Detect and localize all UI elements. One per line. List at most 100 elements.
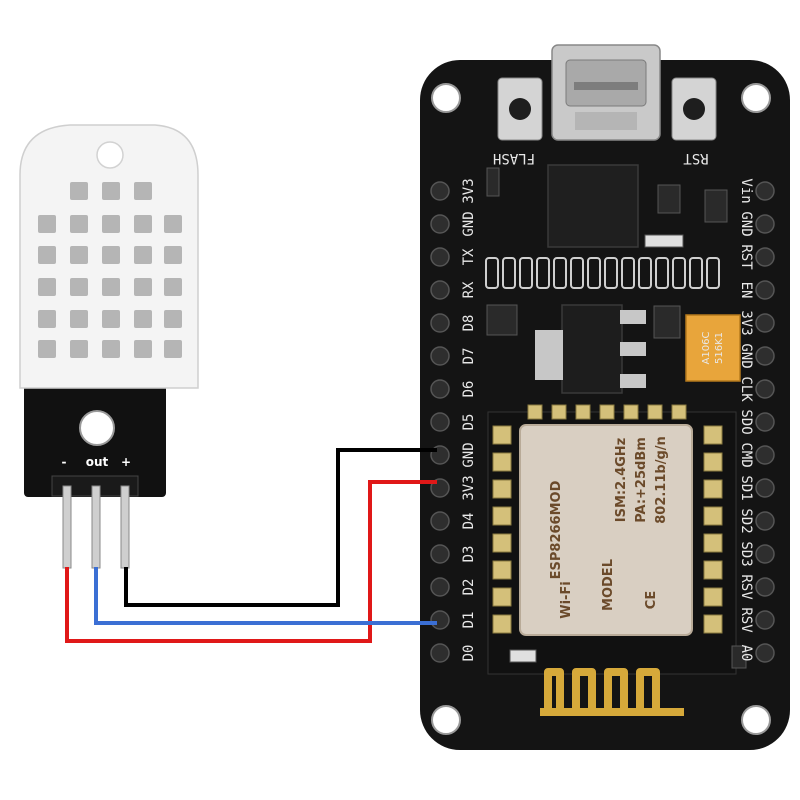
- header-pin: [755, 247, 775, 267]
- micro-usb-port: [551, 44, 661, 141]
- vent-slot: [164, 340, 182, 358]
- vent-slot: [164, 310, 182, 328]
- vent-slot: [38, 310, 56, 328]
- header-pin: [430, 346, 450, 366]
- left-pin-label: D6: [461, 381, 477, 398]
- sensor-pin-out-label: out: [86, 455, 109, 469]
- module-std: 802.11b/g/n: [654, 436, 669, 524]
- right-pin-label: RSV: [738, 574, 754, 600]
- vent-slot: [70, 278, 88, 296]
- rst-button-label: RST: [683, 150, 709, 166]
- smd-pad: [502, 257, 516, 289]
- vent-slot: [164, 246, 182, 264]
- right-pin-label: 3V3: [738, 310, 754, 335]
- header-pin: [755, 280, 775, 300]
- board-mount-hole: [431, 83, 461, 113]
- header-pin: [755, 181, 775, 201]
- vent-slot: [70, 340, 88, 358]
- header-pin: [755, 379, 775, 399]
- header-pin: [430, 181, 450, 201]
- module-pad: [599, 404, 615, 420]
- capacitor-label-2: 516K1: [714, 332, 725, 364]
- module-pad: [703, 425, 723, 445]
- voltage-regulator: [535, 304, 646, 394]
- left-header-pins: [430, 181, 450, 663]
- module-ism: ISM:2.4GHz: [614, 438, 629, 522]
- vent-slot: [134, 278, 152, 296]
- vent-slot: [102, 310, 120, 328]
- wire-gnd: [124, 448, 437, 607]
- header-pin: [755, 577, 775, 597]
- smd-part: [731, 645, 747, 669]
- header-pin: [755, 214, 775, 234]
- module-pad: [703, 506, 723, 526]
- smd-pad: [587, 257, 601, 289]
- smd-led: [644, 234, 684, 248]
- right-pin-label: RSV: [738, 607, 754, 633]
- smd-pad: [706, 257, 720, 289]
- vent-slot: [134, 310, 152, 328]
- header-pin: [430, 577, 450, 597]
- right-pin-label: SD1: [738, 475, 754, 500]
- header-pin: [430, 412, 450, 432]
- sensor-top-hole: [96, 141, 124, 169]
- smd-pad: [672, 257, 686, 289]
- module-pa: PA:+25dBm: [634, 437, 649, 523]
- header-pin: [755, 610, 775, 630]
- right-pin-label: CMD: [738, 442, 754, 467]
- smd-pad: [621, 257, 635, 289]
- smd-pad: [570, 257, 584, 289]
- vent-slot: [164, 215, 182, 233]
- smd-part: [486, 304, 518, 336]
- header-pin: [430, 247, 450, 267]
- left-pin-label: D1: [461, 612, 477, 629]
- header-pin: [430, 379, 450, 399]
- nodemcu-board: FLASH RST A106C 516K1: [420, 44, 790, 750]
- module-pad: [492, 506, 512, 526]
- module-pad: [492, 425, 512, 445]
- vent-slot: [102, 340, 120, 358]
- right-header-pins: [755, 181, 775, 663]
- header-pin: [430, 214, 450, 234]
- left-pin-label: D3: [461, 546, 477, 563]
- vent-slot: [38, 246, 56, 264]
- wire-vcc: [65, 480, 437, 643]
- smd-led: [509, 649, 537, 663]
- vent-slot: [70, 310, 88, 328]
- smd-part: [704, 189, 728, 223]
- right-pin-labels: A0RSVRSVSD3SD2SD1CMDSDOCLKGND3V3ENRSTGND…: [738, 178, 754, 661]
- vent-slot: [134, 182, 152, 200]
- esp8266-module: ESP8266MOD ISM:2.4GHz PA:+25dBm 802.11b/…: [487, 404, 737, 675]
- smd-pad: [638, 257, 652, 289]
- sensor-vent-grid: [38, 182, 182, 358]
- flash-button: [497, 77, 543, 141]
- header-pin: [430, 313, 450, 333]
- wires: [65, 448, 437, 643]
- module-model: MODEL: [601, 559, 616, 611]
- module-pad: [703, 452, 723, 472]
- vent-slot: [70, 182, 88, 200]
- right-pin-label: CLK: [738, 376, 754, 402]
- sensor-pin-plus-label: +: [121, 455, 131, 469]
- header-pin: [430, 643, 450, 663]
- wire-data: [94, 567, 437, 625]
- left-pin-label: GND: [461, 211, 477, 236]
- vent-slot: [38, 340, 56, 358]
- right-pin-label: SDO: [738, 409, 754, 434]
- vent-slot: [134, 215, 152, 233]
- left-pin-label: 3V3: [461, 178, 477, 203]
- left-pin-label: RX: [461, 281, 477, 298]
- dht22-sensor-module: - out +: [19, 124, 199, 569]
- header-pin: [430, 511, 450, 531]
- header-pin: [755, 346, 775, 366]
- header-pin: [430, 610, 450, 630]
- rst-button: [671, 77, 717, 141]
- vent-slot: [134, 246, 152, 264]
- left-pin-label: D7: [461, 348, 477, 365]
- module-pad: [703, 614, 723, 634]
- right-pin-label: Vin: [738, 178, 754, 203]
- right-pin-label: GND: [738, 211, 754, 236]
- module-pad: [492, 614, 512, 634]
